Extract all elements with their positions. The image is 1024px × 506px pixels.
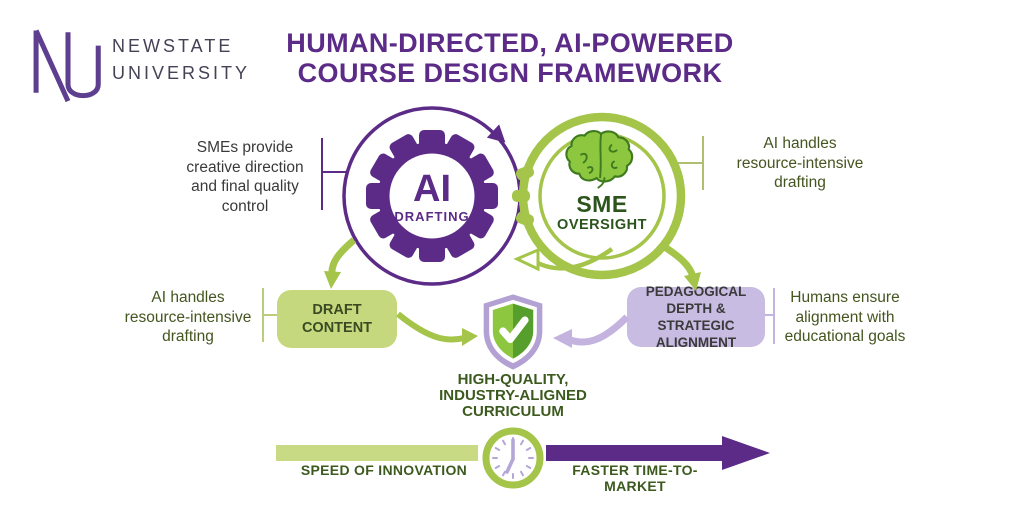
gear-icon (342, 106, 522, 286)
outcome-line: CURRICULUM (462, 403, 564, 420)
speed-of-innovation-bar (276, 445, 478, 461)
outcome-label: HIGH-QUALITY, INDUSTRY-ALIGNED CURRICULU… (427, 372, 599, 420)
sme-node-title: SME (576, 191, 628, 217)
annotation-line: educational goals (784, 328, 906, 345)
arrow-pedagogy-to-shield (553, 314, 630, 348)
cycle-arrowhead-purple (486, 124, 506, 143)
annotation-line: and final quality (191, 178, 299, 195)
speed-of-innovation-label: SPEED OF INNOVATION (300, 462, 468, 478)
annotation-bottom-left: AI handles resource-intensive drafting (116, 288, 260, 347)
draft-box-line: CONTENT (301, 320, 373, 336)
arrow-draft-to-shield (396, 311, 478, 346)
pedagogy-box-line: ALIGNMENT (655, 335, 737, 350)
annotation-top-left: SMEs provide creative direction and fina… (172, 138, 318, 216)
brain-icon (565, 130, 634, 189)
draft-box-line: DRAFT (312, 302, 362, 318)
sme-circle (512, 112, 686, 280)
outcome-line: INDUSTRY-ALIGNED (439, 387, 587, 404)
clock-icon (482, 427, 544, 489)
sme-node-subtitle: OVERSIGHT (557, 217, 647, 233)
annotation-line: resource-intensive (736, 154, 864, 172)
annotation-line: drafting (162, 328, 214, 345)
annotation-line: AI handles (151, 289, 225, 306)
annotation-line: resource-intensive (124, 308, 252, 326)
connector-bottom-right (765, 288, 775, 344)
faster-time-to-market-label: FASTER TIME-TO-MARKET (572, 462, 698, 494)
interlock-teeth (512, 165, 535, 227)
annotation-line: AI handles (763, 135, 837, 152)
connector-bottom-left (262, 288, 277, 342)
outcome-line: HIGH-QUALITY, (457, 371, 569, 388)
annotation-line: Humans ensure (790, 289, 900, 306)
pedagogical-alignment-box: PEDAGOGICAL DEPTH & STRATEGIC ALIGNMENT (627, 284, 765, 350)
sme-oversight-node: SME OVERSIGHT (542, 191, 662, 234)
pedagogy-box-line: DEPTH & STRATEGIC (657, 301, 735, 333)
ai-drafting-node: AI DRAFTING (372, 170, 492, 224)
annotation-bottom-right: Humans ensure alignment with educational… (780, 288, 910, 347)
annotation-line: control (221, 197, 269, 215)
annotation-line: drafting (774, 174, 826, 191)
annotation-top-right: AI handles resource-intensive drafting (710, 134, 890, 193)
shield-check-icon (483, 294, 543, 370)
ai-node-title: AI (413, 168, 451, 210)
pedagogy-box-line: PEDAGOGICAL (645, 284, 747, 299)
ai-node-subtitle: DRAFTING (394, 209, 470, 224)
annotation-line: creative direction (186, 158, 304, 176)
draft-content-box: DRAFT CONTENT (277, 290, 397, 348)
logo-name-line2: UNIVERSITY (112, 63, 251, 83)
page-title: HUMAN-DIRECTED, AI-POWERED COURSE DESIGN… (250, 28, 770, 88)
page-title-line2: COURSE DESIGN FRAMEWORK (297, 58, 723, 88)
nu-monogram-icon (33, 29, 101, 103)
logo-name-line1: NEWSTATE (112, 36, 234, 56)
annotation-line: SMEs provide (196, 139, 294, 156)
annotation-line: alignment with (795, 308, 895, 326)
page-title-line1: HUMAN-DIRECTED, AI-POWERED (286, 28, 734, 58)
